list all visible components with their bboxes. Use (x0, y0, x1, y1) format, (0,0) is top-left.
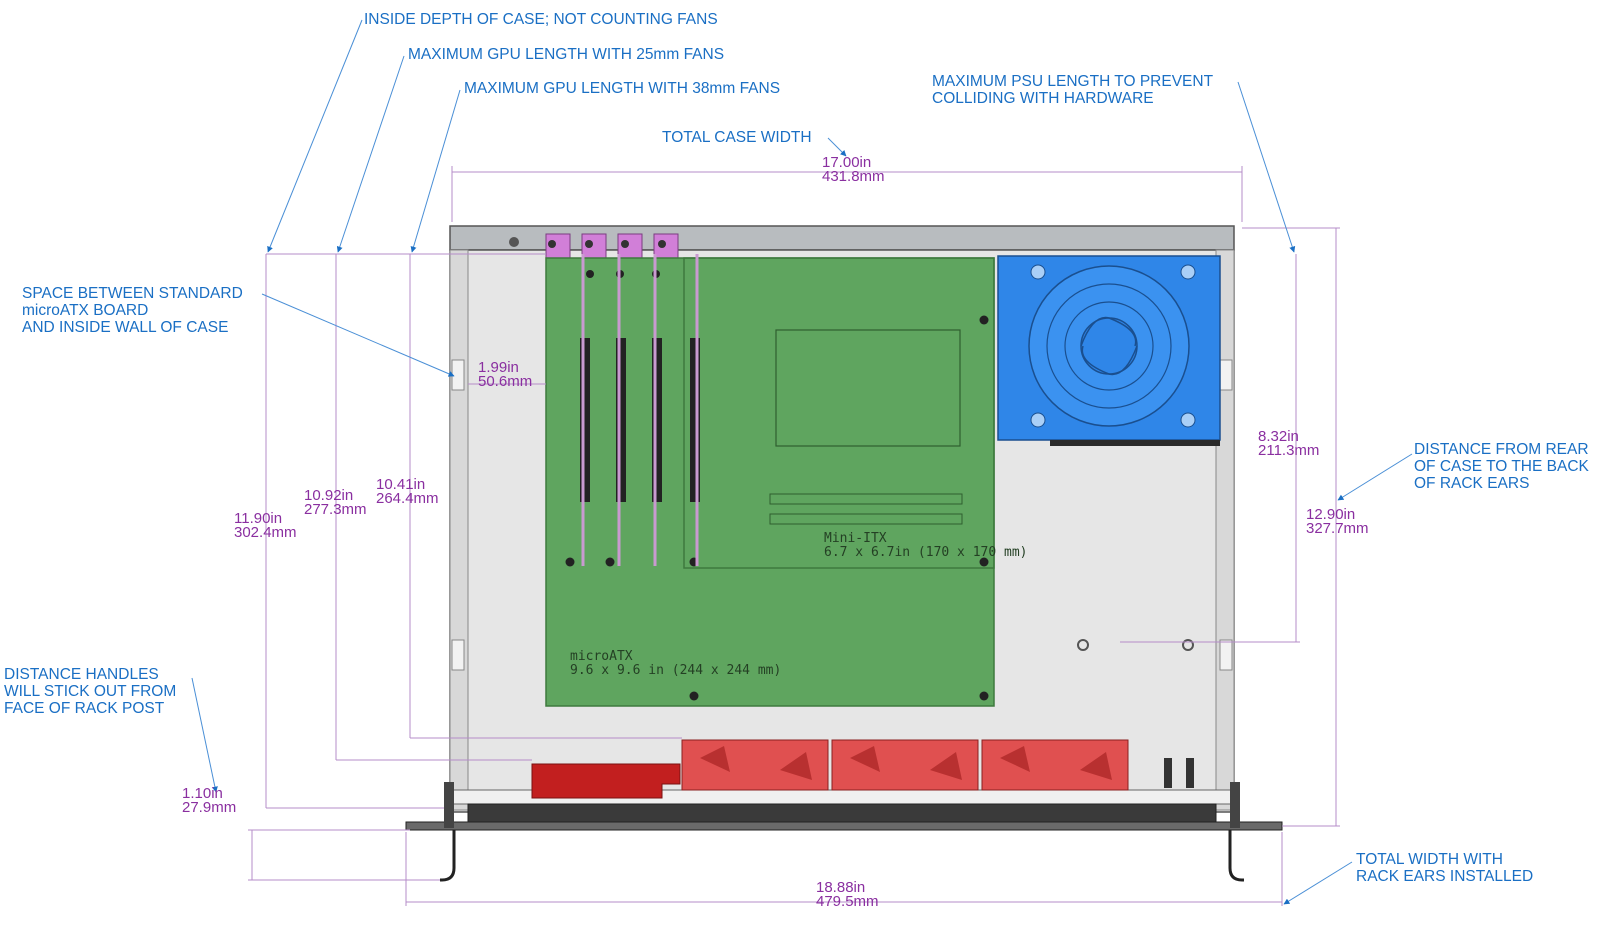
dim-wall-gap-in: 1.99in (478, 359, 519, 376)
callout-handles-line3: FACE OF RACK POST (4, 700, 165, 717)
callout-space-line1: SPACE BETWEEN STANDARD (22, 285, 243, 302)
dim-handles-in: 1.10in (182, 785, 223, 802)
mini-itx-name: Mini-ITX (824, 531, 887, 546)
dim-rack-width-mm: 479.5mm (816, 893, 879, 910)
dimension-lines (248, 166, 1340, 906)
callout-total-case-width: TOTAL CASE WIDTH (662, 129, 812, 146)
dim-gpu-25-in: 10.92in (304, 487, 353, 504)
callout-leaders (191, 19, 1413, 905)
callout-rack-width-line1: TOTAL WIDTH WITH (1356, 851, 1503, 868)
dim-rack-width-in: 18.88in (816, 879, 865, 896)
micro-atx-board (545, 257, 995, 707)
callout-handles-line1: DISTANCE HANDLES (4, 666, 159, 683)
mini-itx-size: 6.7 x 6.7in (170 x 170 mm) (824, 545, 1028, 560)
callout-rear-line1: DISTANCE FROM REAR (1414, 441, 1589, 458)
callout-inside-depth: INSIDE DEPTH OF CASE; NOT COUNTING FANS (364, 11, 718, 28)
callout-rear-line2: OF CASE TO THE BACK (1414, 458, 1590, 475)
dim-gpu-25-mm: 277.3mm (304, 501, 367, 518)
dim-rear-to-ears-mm: 327.7mm (1306, 520, 1369, 537)
callout-psu-line2: COLLIDING WITH HARDWARE (932, 90, 1154, 107)
dim-case-width-mm: 431.8mm (822, 168, 885, 185)
dim-rear-to-ears-in: 12.90in (1306, 506, 1355, 523)
callout-space-line3: AND INSIDE WALL OF CASE (22, 319, 228, 336)
dim-case-width-in: 17.00in (822, 154, 871, 171)
callout-space-line2: microATX BOARD (22, 302, 148, 319)
case-fans (531, 739, 1194, 799)
dim-psu-length-mm: 211.3mm (1258, 442, 1319, 459)
callout-rack-width-line2: RACK EARS INSTALLED (1356, 868, 1533, 885)
io-brackets (545, 233, 679, 259)
micro-atx-size: 9.6 x 9.6 in (244 x 244 mm) (570, 663, 781, 678)
dim-inside-depth-in: 11.90in (234, 510, 282, 527)
standoff (1182, 639, 1194, 651)
micro-atx-name: microATX (570, 649, 633, 664)
dim-inside-depth-mm: 302.4mm (234, 524, 297, 541)
dim-handles-mm: 27.9mm (182, 799, 236, 816)
card-brackets (581, 254, 699, 566)
callout-handles-line2: WILL STICK OUT FROM (4, 683, 176, 700)
dim-gpu-38-mm: 264.4mm (376, 490, 439, 507)
callout-psu-line1: MAXIMUM PSU LENGTH TO PREVENT (932, 73, 1214, 90)
callout-gpu-38mm: MAXIMUM GPU LENGTH WITH 38mm FANS (464, 80, 780, 97)
dim-wall-gap-mm: 50.6mm (478, 373, 532, 390)
psu-fan (997, 255, 1221, 446)
callout-rear-line3: OF RACK EARS (1414, 475, 1529, 492)
dim-gpu-38-in: 10.41in (376, 476, 425, 493)
dim-psu-length-in: 8.32in (1258, 428, 1299, 445)
standoff (1077, 639, 1089, 651)
callout-gpu-25mm: MAXIMUM GPU LENGTH WITH 25mm FANS (408, 46, 724, 63)
